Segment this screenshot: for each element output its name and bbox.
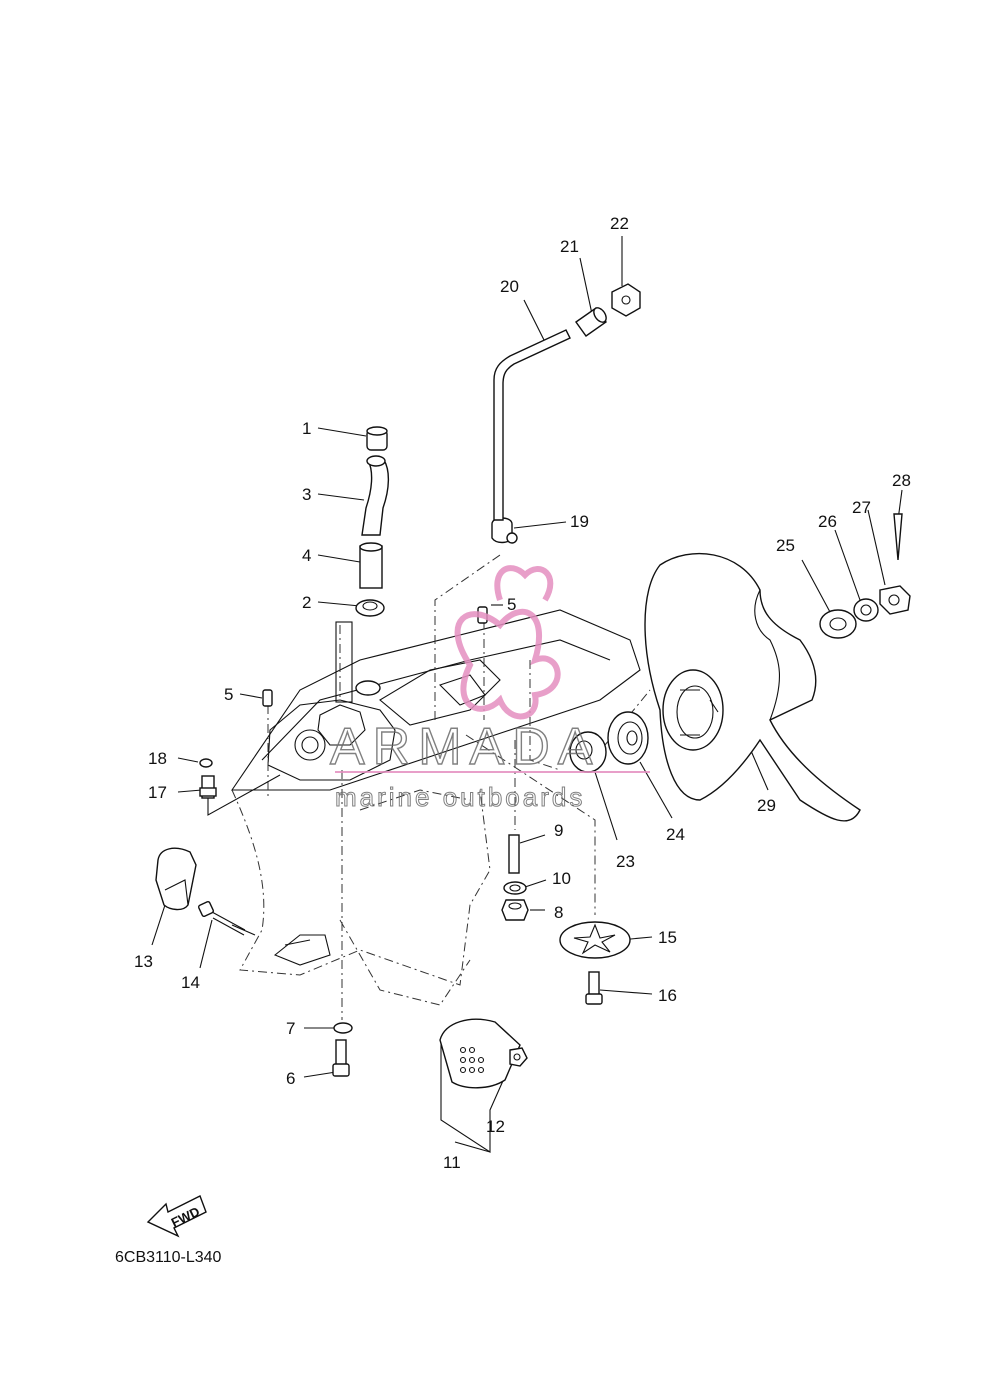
part-grommet-19 — [491, 517, 518, 544]
callout-7: 7 — [286, 1019, 295, 1038]
callout-27: 27 — [852, 498, 871, 517]
callout-14: 14 — [181, 973, 200, 992]
callout-8: 8 — [554, 903, 563, 922]
callout-26: 26 — [818, 512, 837, 531]
part-cap-1 — [366, 426, 388, 451]
part-bolt-16 — [585, 971, 603, 1005]
callout-19: 19 — [570, 512, 589, 531]
callout-6: 6 — [286, 1069, 295, 1088]
part-cotter-pin-28 — [893, 513, 903, 561]
callout-29: 29 — [757, 796, 776, 815]
part-sleeve-4 — [359, 542, 383, 589]
callout-28: 28 — [892, 471, 911, 490]
part-washer-7 — [333, 1022, 353, 1034]
callout-23: 23 — [616, 852, 635, 871]
fwd-label: FWD — [169, 1204, 202, 1230]
part-o-ring-18 — [199, 758, 213, 768]
brand-watermark: ARMADA marine outboards — [329, 565, 650, 813]
callout-5-left: 5 — [224, 685, 233, 704]
brand-logo-icon — [454, 565, 561, 720]
callout-11: 11 — [443, 1153, 461, 1172]
leader-lines — [151, 236, 903, 1154]
diagram-code: 6CB3110-L340 — [115, 1249, 222, 1266]
callout-20: 20 — [500, 277, 519, 296]
gearcase-housing — [230, 609, 641, 1006]
callout-3: 3 — [302, 485, 311, 504]
part-water-hose-3 — [361, 455, 390, 536]
callout-2: 2 — [302, 593, 311, 612]
brand-tagline: marine outboards — [335, 782, 585, 812]
part-bolt-14 — [197, 900, 246, 936]
part-thrust-washer-24 — [607, 711, 649, 765]
callout-16: 16 — [658, 986, 677, 1005]
part-nut-8 — [501, 899, 529, 921]
callout-9: 9 — [554, 821, 563, 840]
part-clip-22 — [611, 283, 641, 317]
callout-4: 4 — [302, 546, 311, 565]
assembly-reference-lines — [267, 554, 651, 1020]
part-grommet-2 — [355, 599, 385, 617]
fwd-arrow-icon: FWD — [146, 1195, 207, 1238]
part-spacer-25 — [819, 609, 857, 639]
callout-1: 1 — [302, 419, 311, 438]
part-impeller-15 — [559, 921, 631, 959]
callout-17: 17 — [148, 783, 167, 802]
callout-22: 22 — [610, 214, 629, 233]
callout-12: 12 — [486, 1117, 505, 1136]
part-nut-12 — [509, 1047, 528, 1067]
part-nipple-17 — [199, 775, 217, 799]
part-sleeve-21 — [575, 307, 607, 337]
part-bolt-6 — [332, 1039, 350, 1077]
part-cover-11 — [439, 1018, 521, 1089]
callout-18: 18 — [148, 749, 167, 768]
callout-13: 13 — [134, 952, 153, 971]
callout-10: 10 — [552, 869, 571, 888]
part-washer-10 — [503, 881, 527, 895]
part-stud-9 — [508, 834, 520, 874]
part-washer-26 — [853, 598, 879, 622]
callout-24: 24 — [666, 825, 685, 844]
callout-15: 15 — [658, 928, 677, 947]
brand-name: ARMADA — [330, 718, 600, 776]
callout-labels: 1 2 3 4 5 5 6 7 8 9 10 11 12 13 14 15 16… — [134, 214, 911, 1172]
part-nut-27 — [879, 585, 911, 615]
part-water-tube-20 — [493, 329, 571, 521]
callout-25: 25 — [776, 536, 795, 555]
part-propeller-29 — [644, 553, 861, 822]
callout-5-right: 5 — [507, 595, 516, 614]
part-water-inlet-cover-13 — [155, 847, 197, 911]
callout-21: 21 — [560, 237, 579, 256]
part-dowel-pin-5a — [262, 689, 273, 707]
